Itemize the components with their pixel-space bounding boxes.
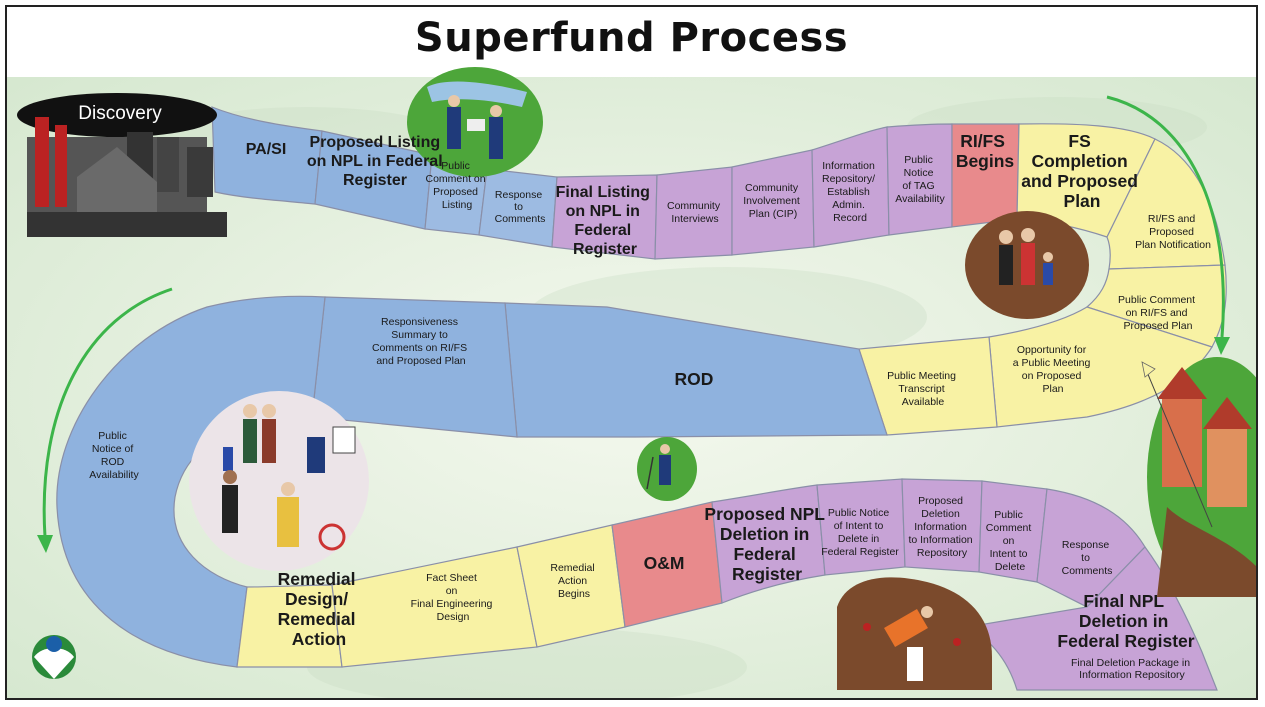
label-final-package: Final Deletion Package in Information Re… — [1071, 657, 1193, 681]
superfund-board: Discovery PA/SI Proposed Listing on NPL … — [7, 67, 1256, 698]
label-response-comments-1: Response to Comments — [495, 189, 546, 225]
label-responsiveness-summary: Responsiveness Summary to Comments on RI… — [372, 316, 470, 367]
label-rod: ROD — [675, 369, 714, 389]
discovery-label: Discovery — [78, 103, 162, 124]
field-workers-icon — [407, 67, 543, 177]
epa-logo-icon — [32, 635, 76, 679]
label-public-comment-rifs: Public Comment on RI/FS and Proposed Pla… — [1118, 294, 1198, 332]
label-meeting-transcript: Public Meeting Transcript Available — [887, 370, 959, 408]
label-fact-sheet: Fact Sheet on Final Engineering Design — [411, 572, 496, 623]
label-comment-intent-delete: Public Comment on Intent to Delete — [986, 509, 1034, 573]
label-public-comment-listing: Public Comment on Proposed Listing — [425, 160, 488, 211]
label-proposed-listing: Proposed Listing on NPL in Federal Regis… — [307, 134, 447, 189]
label-pa-si: PA/SI — [246, 141, 287, 158]
segment-rod-notice — [56, 295, 326, 668]
label-community-interviews: Community Interviews — [667, 200, 723, 225]
planting-worker-icon — [837, 577, 992, 690]
segment-rifs-notification — [1106, 138, 1226, 270]
community-group-icon — [965, 211, 1089, 319]
label-rifs-begins: RI/FS Begins — [956, 131, 1015, 171]
label-opportunity-meeting: Opportunity for a Public Meeting on Prop… — [1013, 344, 1094, 395]
label-final-deletion: Final NPL Deletion in Federal Register — [1057, 591, 1194, 651]
label-fs-completion: FS Completion and Proposed Plan — [1021, 131, 1143, 211]
label-final-listing: Final Listing on NPL in Federal Register — [556, 184, 655, 258]
label-proposed-deletion: Proposed NPL Deletion in Federal Registe… — [704, 504, 829, 584]
factory-icon — [17, 93, 227, 237]
flow-arrows — [42, 95, 1225, 538]
label-om: O&M — [644, 553, 685, 573]
label-deletion-info: Proposed Deletion Information to Informa… — [908, 495, 975, 559]
label-cip: Community Involvement Plan (CIP) — [743, 182, 803, 220]
label-tag-notice: Public Notice of TAG Availability — [895, 154, 945, 205]
families-icon — [189, 391, 369, 571]
label-info-repository: Information Repository/ Establish Admin.… — [822, 160, 878, 224]
inspector-icon — [637, 437, 697, 501]
label-notice-intent-delete: Public Notice of Intent to Delete in Fed… — [821, 507, 899, 558]
discovery-text: Discovery — [78, 103, 162, 124]
page-title: Superfund Process — [414, 15, 849, 61]
label-rd-ra: Remedial Design/ Remedial Action — [278, 569, 361, 649]
label-rifs-notification: RI/FS and Proposed Plan Notification — [1135, 213, 1211, 251]
houses-icon — [1141, 357, 1256, 597]
diagram-frame: Superfund Process — [5, 5, 1258, 700]
label-remedial-action-begins: Remedial Action Begins — [550, 562, 597, 600]
label-response-comments-2: Response to Comments — [1062, 539, 1113, 577]
label-rod-notice: Public Notice of ROD Availability — [89, 430, 139, 481]
